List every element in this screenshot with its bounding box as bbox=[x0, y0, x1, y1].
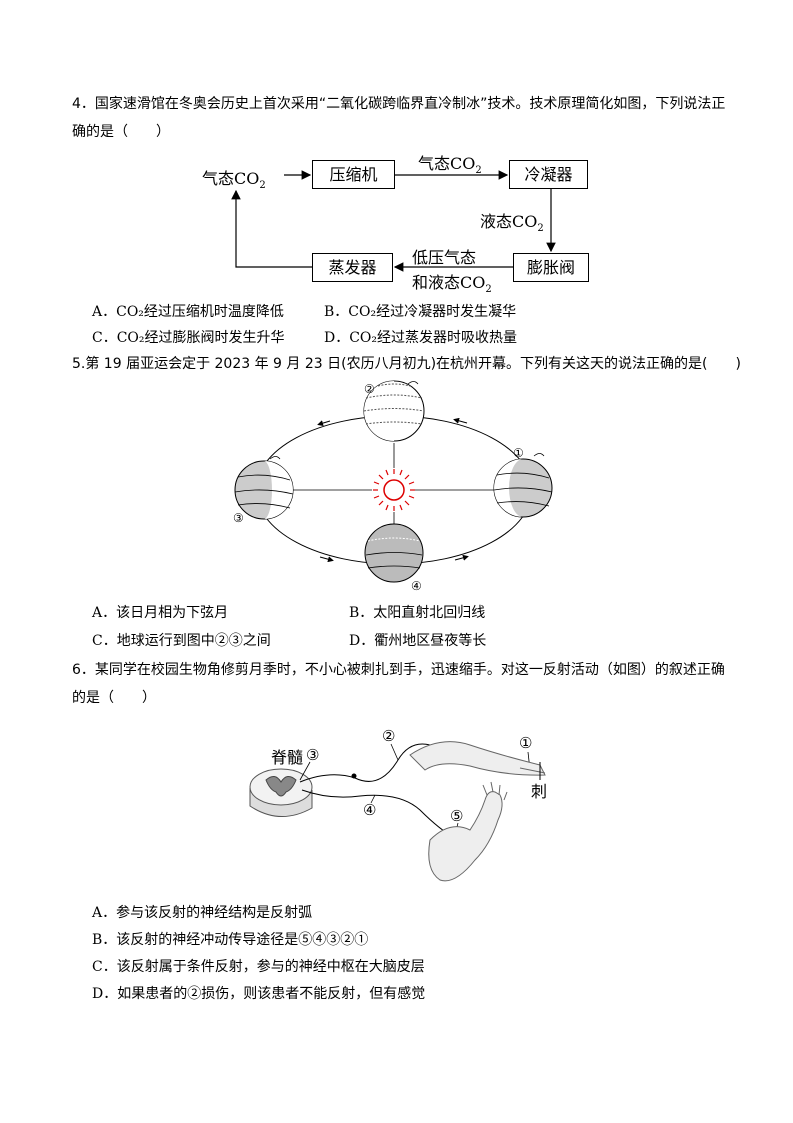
q5-stem: 5.第 19 届亚运会定于 2023 年 9 月 23 日(农历八月初九)在杭州… bbox=[72, 356, 741, 372]
spinal-cord-icon bbox=[249, 768, 313, 817]
q6-stem-line2: 的是（ ） bbox=[72, 690, 156, 706]
mixed-co2-label-line1: 低压气态 bbox=[412, 248, 477, 267]
thorn-label: 刺 bbox=[531, 782, 548, 801]
sun-icon bbox=[373, 469, 415, 511]
q6-option-c[interactable]: C．该反射属于条件反射，参与的神经中枢在大脑皮层 bbox=[92, 959, 425, 975]
reflex-marker-4: ④ bbox=[363, 801, 377, 819]
q5-option-b[interactable]: B．太阳直射北回归线 bbox=[349, 605, 486, 621]
compressor-box: 压缩机 bbox=[312, 160, 395, 189]
earth-position-3 bbox=[234, 460, 294, 520]
evaporator-box: 蒸发器 bbox=[312, 253, 393, 282]
earth-position-2 bbox=[363, 380, 425, 442]
q6-option-b[interactable]: B．该反射的神经冲动传导途径是⑤④③②① bbox=[92, 932, 369, 948]
q4-stem-line2: 确的是（ ） bbox=[72, 124, 170, 140]
q4-option-c[interactable]: C．CO₂经过膨胀阀时发生升华 bbox=[92, 330, 285, 346]
q6-option-a[interactable]: A．参与该反射的神经结构是反射弧 bbox=[92, 905, 313, 921]
q6-stem-line1: 6．某同学在校园生物角修剪月季时，不小心被刺扎到手，迅速缩手。对这一反射活动（如… bbox=[72, 662, 725, 678]
reflex-marker-2: ② bbox=[382, 727, 396, 745]
extended-arm-icon bbox=[409, 741, 546, 780]
reflex-marker-3: ③ bbox=[306, 746, 320, 764]
spinal-cord-label: 脊髓 bbox=[271, 748, 304, 767]
expansion-valve-box: 膨胀阀 bbox=[513, 253, 589, 282]
q4-option-d[interactable]: D．CO₂经过蒸发器时吸收热量 bbox=[324, 330, 518, 346]
reflex-marker-1: ① bbox=[519, 734, 533, 752]
q5-option-a[interactable]: A．该日月相为下弦月 bbox=[92, 605, 229, 621]
withdrawn-arm-icon bbox=[428, 781, 508, 882]
q4-stem-line1: 4．国家速滑馆在冬奥会历史上首次采用“二氧化碳跨临界直冷制冰”技术。技术原理简化… bbox=[72, 96, 726, 112]
gas-co2-label: 气态CO2 bbox=[202, 169, 266, 192]
mixed-co2-label-line2: 和液态CO2 bbox=[412, 273, 492, 296]
earth-position-1 bbox=[493, 458, 553, 518]
earth-position-4 bbox=[364, 523, 424, 583]
q5-option-d[interactable]: D．衢州地区昼夜等长 bbox=[349, 633, 487, 649]
orbit-marker-3: ③ bbox=[233, 511, 244, 525]
liquid-co2-label: 液态CO2 bbox=[480, 212, 544, 235]
reflex-marker-5: ⑤ bbox=[450, 807, 464, 825]
condenser-box: 冷凝器 bbox=[509, 160, 588, 189]
q4-option-b[interactable]: B．CO₂经过冷凝器时发生凝华 bbox=[324, 304, 517, 320]
orbit-marker-4: ④ bbox=[411, 579, 422, 593]
q4-option-a[interactable]: A．CO₂经过压缩机时温度降低 bbox=[92, 304, 284, 320]
orbit-marker-1: ① bbox=[513, 446, 524, 460]
arrow-gas-co2-label: 气态CO2 bbox=[418, 154, 482, 177]
orbit-marker-2: ② bbox=[364, 382, 375, 396]
q6-option-d[interactable]: D．如果患者的②损伤，则该患者不能反射，但有感觉 bbox=[92, 986, 426, 1002]
q5-option-c[interactable]: C．地球运行到图中②③之间 bbox=[92, 633, 271, 649]
